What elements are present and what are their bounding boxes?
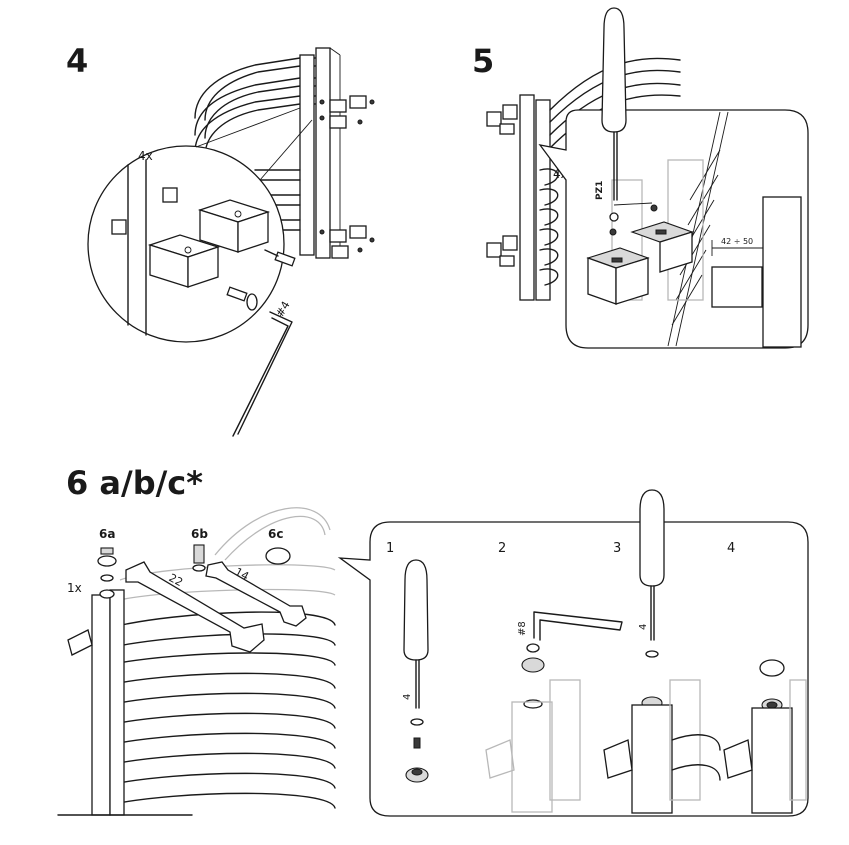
sub-step-2-tool-label: #8 <box>517 621 528 636</box>
square-sleeve-lower <box>147 234 221 288</box>
option-6c-plug: 6c <box>265 527 291 565</box>
radiator-illustration-step6 <box>57 507 336 816</box>
step-6-panel: 6 a/b/c* <box>57 464 809 817</box>
bracket-lower-2 <box>331 245 363 259</box>
wrench-14-label: 14 <box>233 565 251 583</box>
step-4-panel: 4 <box>66 42 375 437</box>
detail-callout-step5: 42 ÷ 50 <box>538 109 809 349</box>
sub-step-3-tool-label: 4 <box>638 624 649 630</box>
step-6-title: 6 a/b/c* <box>66 464 203 502</box>
option-6a-cap: 6a 1x <box>67 527 117 599</box>
bracket-step5-lower <box>486 235 518 267</box>
screw-upper <box>264 249 296 267</box>
option-6b-label: 6b <box>191 527 208 541</box>
bracket-upper-2 <box>319 115 363 129</box>
option-6a-label: 6a <box>99 527 115 541</box>
wrench-14: 14 <box>205 561 307 627</box>
detail-callout-step6: 1 2 3 4 4 #8 <box>337 489 809 817</box>
spacer-2 <box>111 219 127 235</box>
wrench-22-label: 22 <box>167 571 185 589</box>
bracket-lower-1 <box>319 225 375 243</box>
detail-magnifier-step4: 4x <box>87 107 313 343</box>
step4-quantity-label: 4x <box>138 149 153 163</box>
sub-step-3-illustration: 4 <box>603 489 721 814</box>
step-4-number: 4 <box>66 42 88 80</box>
wrench-22: 22 <box>125 561 265 653</box>
screw-lower <box>226 286 258 311</box>
dimension-label: 42 ÷ 50 <box>721 237 753 246</box>
wall-bracket-back <box>630 221 694 273</box>
sub-step-3-number: 3 <box>613 541 621 556</box>
option-6c-label: 6c <box>268 527 283 541</box>
sub-step-4-illustration <box>723 659 807 814</box>
sub-step-1-illustration: 4 <box>402 559 429 783</box>
bracket-step5-upper <box>486 104 518 135</box>
sub-step-4-number: 4 <box>727 541 735 556</box>
step6-quantity-label: 1x <box>67 581 82 595</box>
hex-key-size-label: #4 <box>273 299 292 320</box>
sub-step-2-number: 2 <box>498 541 506 556</box>
spacer-1 <box>162 187 178 203</box>
wall-bracket-front <box>586 247 650 305</box>
sub-step-1-number: 1 <box>386 541 394 556</box>
square-sleeve-upper <box>197 199 271 253</box>
screwdriver-pz1: PZ1 <box>595 7 627 201</box>
option-6b-valve: 6b <box>191 527 208 572</box>
sub-step-2-illustration: #8 <box>485 611 623 813</box>
screwdriver-bit-label: PZ1 <box>595 181 605 200</box>
radiator-illustration-step5: 4x <box>486 57 681 301</box>
bracket-upper-1 <box>319 95 375 113</box>
step-5-panel: 5 <box>472 7 809 349</box>
sub-step-1-tool-label: 4 <box>402 694 413 700</box>
step-5-number: 5 <box>472 42 494 80</box>
